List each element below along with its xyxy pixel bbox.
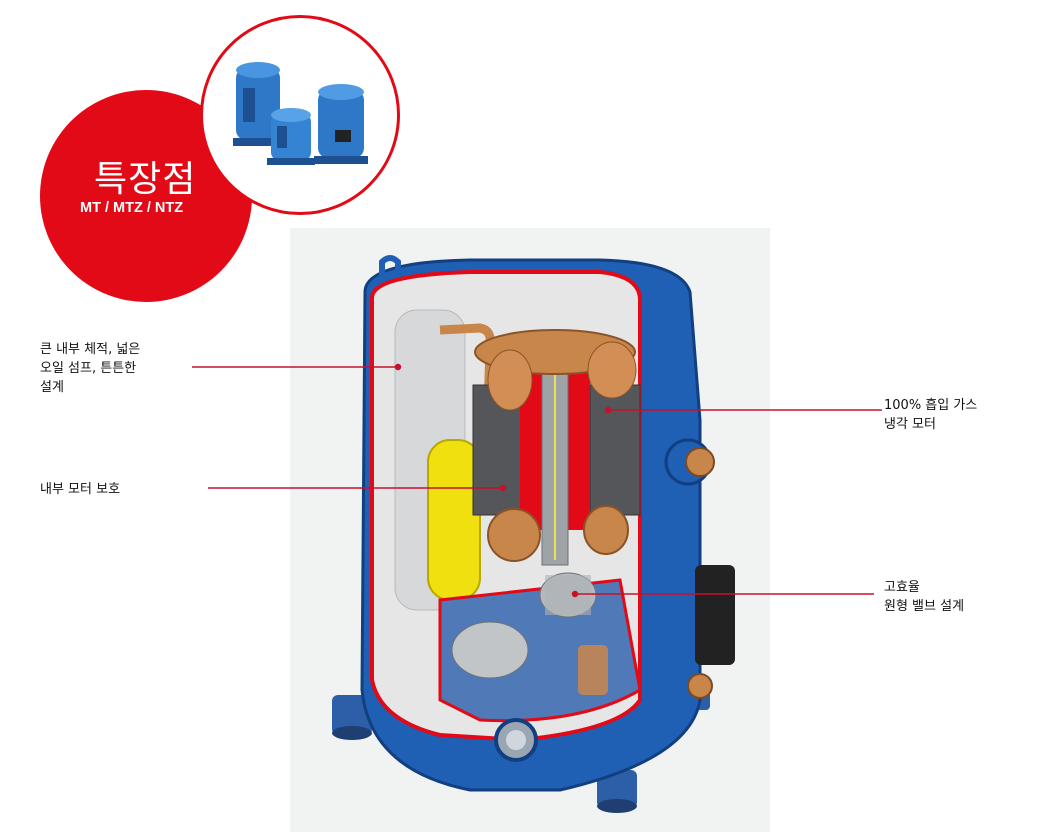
yellow-cylinder (427, 439, 481, 601)
lifting-hook (379, 255, 401, 282)
badge-title: 특장점 (94, 159, 197, 200)
winding-bottom-right (583, 505, 629, 555)
stator-right (589, 384, 641, 516)
winding-bottom-left (487, 508, 541, 562)
product-thumbnail (200, 15, 400, 215)
badge-subtitle: MT / MTZ / NTZ (80, 200, 184, 216)
callout-motor-protection: 내부 모터 보호 (40, 482, 121, 497)
callout-sump: 큰 내부 체적, 넓은 오일 섬프, 튼튼한 설계 (40, 342, 141, 395)
compressor-group-icon (233, 62, 368, 165)
piston (451, 621, 529, 679)
terminal-box (695, 565, 735, 665)
callout-cooled-motor: 100% 흡입 가스 냉각 모터 (884, 398, 978, 432)
leader-lines (192, 363, 882, 598)
callout-valve: 고효율 원형 밸브 설계 (884, 580, 965, 614)
